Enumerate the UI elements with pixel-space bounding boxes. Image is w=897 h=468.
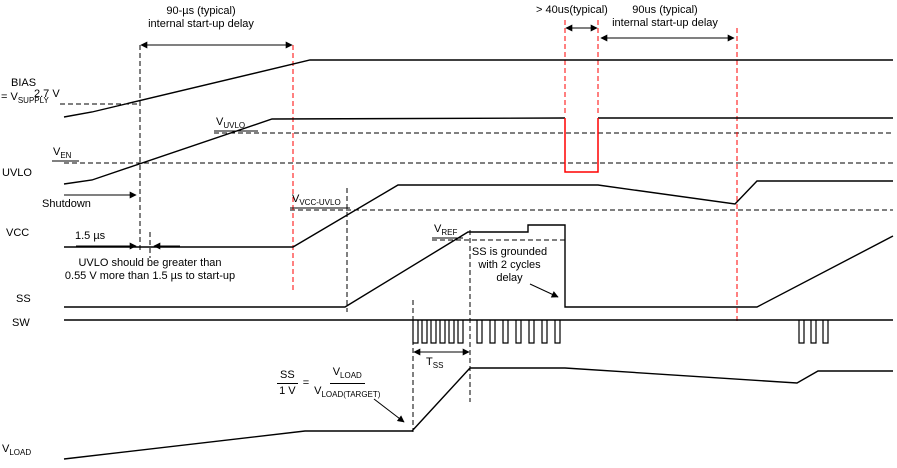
vuvlo-subscript: UVLO — [223, 121, 246, 131]
formula-right-fraction: VLOAD VLOAD(TARGET) — [314, 366, 380, 401]
vcc-signal-label: VCC — [6, 227, 30, 239]
uvlo-note-line2: 0.55 V more than 1.5 µs to start-up — [64, 270, 236, 282]
startup-delay2-line1: 90us (typical) — [632, 4, 698, 16]
formula-vload-subscript: LOAD — [340, 371, 362, 381]
ss-waveform — [64, 224, 894, 308]
uvlo-signal-label: UVLO — [2, 167, 32, 179]
startup-delay1-annotation: 90-µs (typical) internal start-up delay — [112, 5, 290, 31]
ss-grounded-line2: with 2 cycles — [478, 259, 541, 271]
ss-ratio-formula: SS 1 V = VLOAD VLOAD(TARGET) — [277, 366, 380, 401]
vload-subscript: LOAD — [9, 448, 32, 458]
ss-grounded-line3: delay — [496, 272, 523, 284]
sw-signal-label: SW — [12, 317, 30, 329]
vuvlo-label: VUVLO — [216, 116, 246, 131]
vsupply-signal-label: = VSUPPLY — [1, 91, 49, 106]
vcc-waveform — [64, 180, 893, 248]
sw-pulses — [412, 320, 829, 344]
startup-delay1-line1: 90-µs (typical) — [166, 5, 236, 17]
ss-grounded-line1: SS is grounded — [471, 246, 548, 258]
vload-signal-label: VLOAD — [2, 443, 32, 458]
tss-label: TSS — [426, 356, 444, 371]
vsupply-subscript: SUPPLY — [17, 96, 49, 106]
bias-waveform — [63, 59, 893, 118]
t1us5-label: 1.5 µs — [75, 230, 106, 242]
startup-delay2-annotation: 90us (typical) internal start-up delay — [600, 4, 730, 30]
uvlo-note-line1: UVLO should be greater than — [78, 257, 222, 269]
formula-left-fraction: SS 1 V — [277, 369, 298, 398]
vref-label: VREF — [434, 223, 458, 238]
formula-left-denominator: 1 V — [279, 385, 296, 398]
vcc-uvlo-label: VVCC-UVLO — [292, 193, 341, 208]
vcc-uvlo-subscript: VCC-UVLO — [299, 198, 341, 208]
ven-subscript: EN — [60, 151, 72, 161]
formula-pointer-arrow — [373, 398, 405, 423]
shutdown-label: Shutdown — [42, 198, 91, 210]
uvlo-glitch-pulse — [564, 118, 599, 173]
startup-delay1-line2: internal start-up delay — [148, 18, 254, 30]
bias-signal-label: BIAS — [11, 77, 37, 89]
ss-grounded-pointer-arrow — [529, 283, 559, 298]
ss-signal-label: SS — [16, 293, 31, 305]
uvlo-requirement-note: UVLO should be greater than 0.55 V more … — [48, 257, 252, 283]
glitch-width-annotation: > 40us(typical) — [536, 4, 608, 16]
formula-left-numerator: SS — [277, 369, 298, 385]
startup-delay2-line2: internal start-up delay — [612, 17, 718, 29]
ss-grounded-note: SS is grounded with 2 cycles delay — [462, 246, 557, 285]
tss-subscript: SS — [432, 361, 444, 371]
vload-waveform — [63, 367, 893, 460]
formula-right-denominator: VLOAD(TARGET) — [314, 385, 381, 400]
formula-vload-target-subscript: LOAD(TARGET) — [321, 390, 381, 400]
formula-right-numerator: VLOAD — [329, 366, 365, 385]
ven-label: VEN — [53, 146, 72, 161]
formula-equals: = — [302, 377, 310, 390]
level-2v7-label: 2.7 V — [34, 88, 60, 100]
vref-subscript: REF — [441, 228, 458, 238]
uvlo-waveform — [63, 117, 893, 185]
